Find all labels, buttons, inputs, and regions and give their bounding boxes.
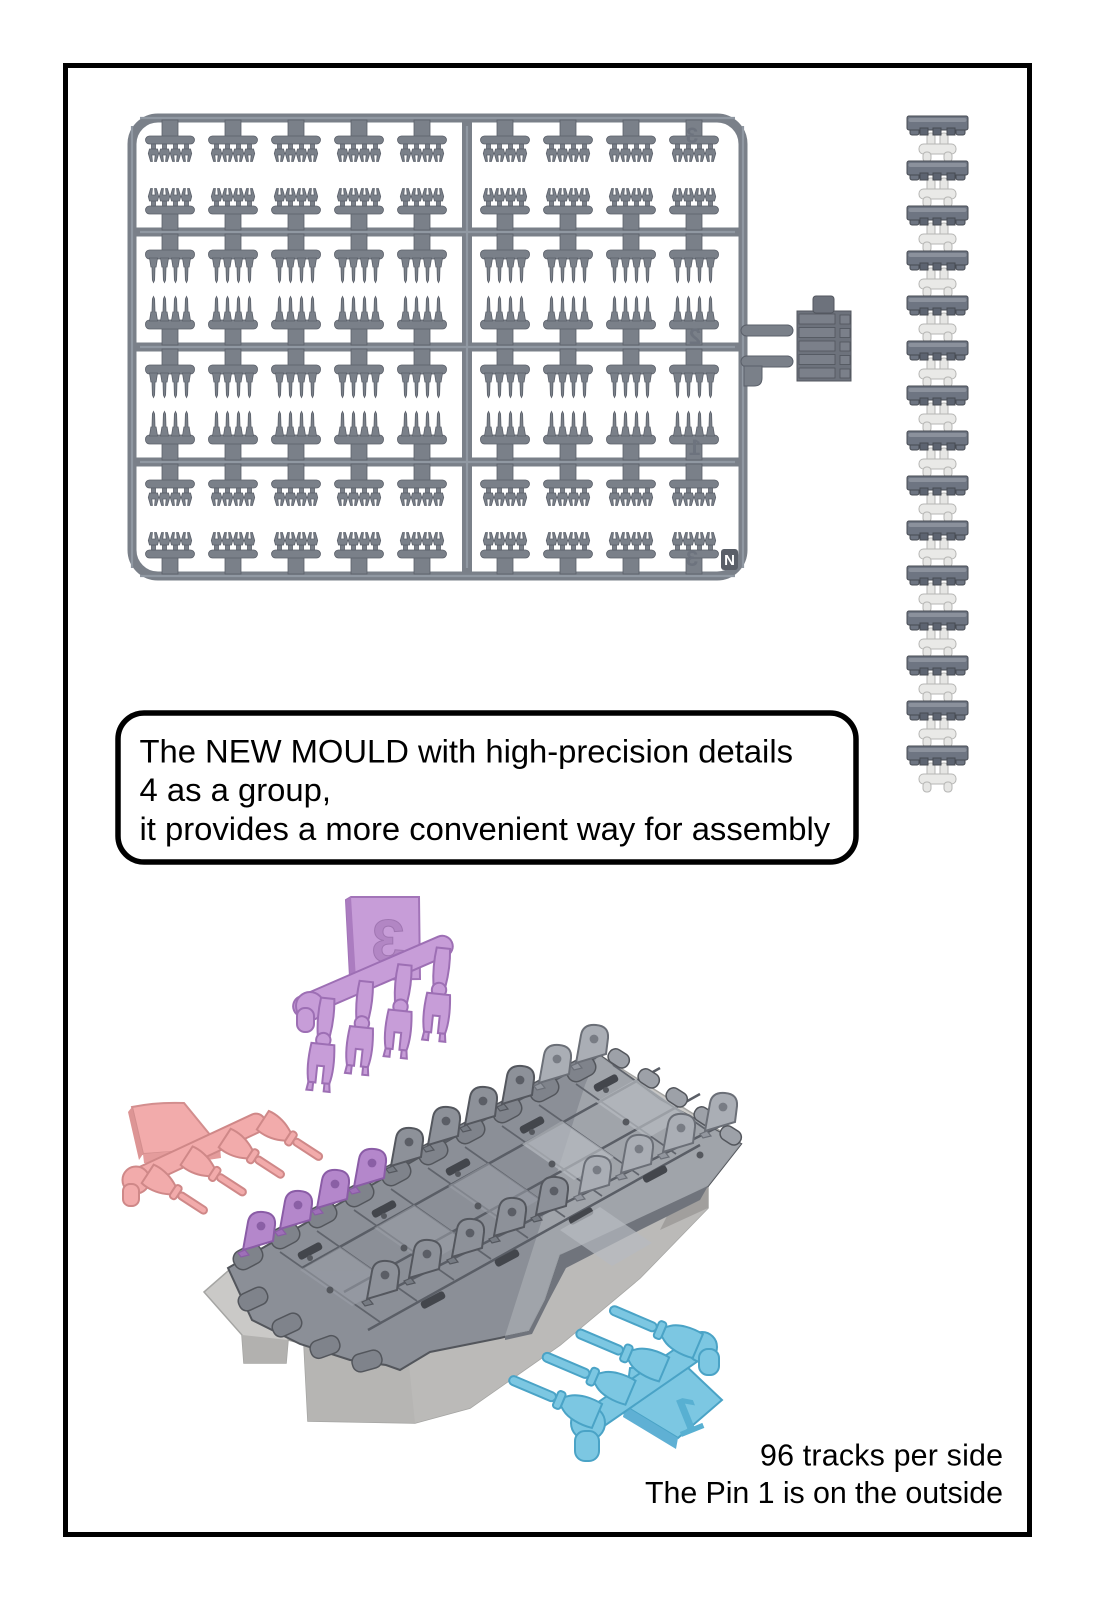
svg-text:4 as a group,: 4 as a group, [140, 771, 331, 808]
svg-text:3: 3 [686, 546, 698, 571]
svg-text:The Pin 1 is on the outside: The Pin 1 is on the outside [645, 1476, 1003, 1510]
svg-text:96 tracks per side: 96 tracks per side [760, 1439, 1003, 1473]
svg-text:N: N [724, 552, 735, 569]
svg-text:it provides a more convenient: it provides a more convenient way for as… [140, 810, 831, 847]
svg-text:The NEW MOULD with high-precis: The NEW MOULD with high-precision detail… [140, 733, 794, 770]
svg-text:3: 3 [686, 123, 698, 148]
svg-text:2: 2 [689, 324, 701, 349]
svg-text:1: 1 [689, 435, 701, 460]
